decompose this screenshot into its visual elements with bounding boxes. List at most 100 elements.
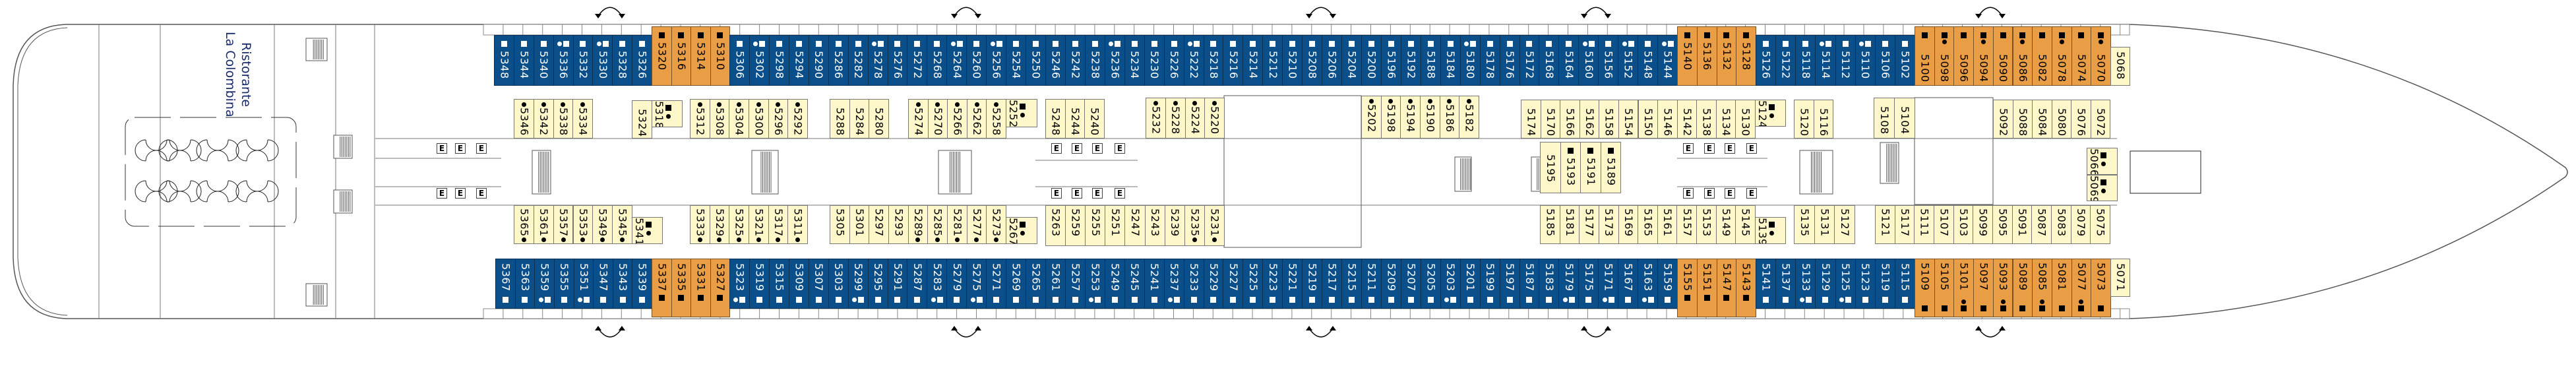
- cabin-5078[interactable]: 5078: [2051, 26, 2072, 86]
- cabin-5111[interactable]: 5111: [1914, 205, 1934, 244]
- cabin-5263[interactable]: 5263: [1045, 205, 1066, 246]
- cabin-5198[interactable]: 5198: [1380, 96, 1401, 139]
- cabin-5119[interactable]: 5119: [1874, 259, 1895, 309]
- cabin-5284[interactable]: 5284: [849, 99, 870, 139]
- cabin-5093[interactable]: 5093: [1992, 259, 2013, 317]
- cabin-5173[interactable]: 5173: [1598, 205, 1619, 244]
- cabin-5233[interactable]: 5233: [1183, 259, 1204, 309]
- cabin-5289[interactable]: 5289: [907, 205, 929, 244]
- cabin-5209[interactable]: 5209: [1380, 259, 1401, 309]
- cabin-5116[interactable]: 5116: [1813, 100, 1833, 139]
- cabin-5169[interactable]: 5169: [1618, 205, 1639, 244]
- cabin-5215[interactable]: 5215: [1341, 259, 1362, 309]
- cabin-5165[interactable]: 5165: [1638, 205, 1658, 244]
- cabin-5353[interactable]: 5353: [572, 205, 594, 244]
- cabin-5186[interactable]: 5186: [1439, 96, 1460, 139]
- cabin-5255[interactable]: 5255: [1085, 205, 1106, 246]
- cabin-5250[interactable]: 5250: [1026, 35, 1046, 86]
- cabin-5136[interactable]: 5136: [1696, 26, 1717, 86]
- cabin-5195[interactable]: 5195: [1540, 142, 1561, 193]
- cabin-5176[interactable]: 5176: [1499, 35, 1520, 86]
- cabin-5281[interactable]: 5281: [947, 205, 967, 244]
- cabin-5308[interactable]: 5308: [709, 99, 730, 139]
- cabin-5341[interactable]: 5341: [632, 217, 663, 244]
- cabin-5222[interactable]: 5222: [1183, 35, 1204, 86]
- cabin-5178[interactable]: 5178: [1479, 35, 1500, 86]
- cabin-5079[interactable]: 5079: [2070, 205, 2091, 244]
- cabin-5151[interactable]: 5151: [1696, 259, 1717, 317]
- cabin-5262[interactable]: 5262: [966, 99, 987, 139]
- cabin-5249[interactable]: 5249: [1104, 259, 1125, 309]
- cabin-5129[interactable]: 5129: [1815, 259, 1836, 309]
- cabin-5218[interactable]: 5218: [1203, 35, 1224, 86]
- cabin-5300[interactable]: 5300: [749, 99, 769, 139]
- cabin-5127[interactable]: 5127: [1834, 205, 1855, 244]
- cabin-5302[interactable]: 5302: [749, 35, 770, 86]
- cabin-5295[interactable]: 5295: [867, 259, 888, 309]
- cabin-5196[interactable]: 5196: [1380, 35, 1401, 86]
- cabin-5100[interactable]: 5100: [1915, 26, 1935, 86]
- cabin-5108[interactable]: 5108: [1874, 98, 1895, 139]
- cabin-5214[interactable]: 5214: [1242, 35, 1264, 86]
- cabin-5182[interactable]: 5182: [1459, 96, 1479, 139]
- cabin-5265[interactable]: 5265: [1026, 259, 1046, 309]
- cabin-5087[interactable]: 5087: [2031, 205, 2052, 244]
- cabin-5331[interactable]: 5331: [690, 259, 711, 317]
- cabin-5174[interactable]: 5174: [1521, 100, 1541, 139]
- cabin-5080[interactable]: 5080: [2051, 100, 2071, 139]
- cabin-5147[interactable]: 5147: [1716, 259, 1737, 317]
- cabin-5184[interactable]: 5184: [1440, 35, 1461, 86]
- cabin-5267[interactable]: 5267: [1006, 217, 1037, 244]
- cabin-5189[interactable]: 5189: [1600, 142, 1621, 193]
- cabin-5204[interactable]: 5204: [1341, 35, 1362, 86]
- cabin-5179[interactable]: 5179: [1558, 259, 1579, 309]
- cabin-5270[interactable]: 5270: [927, 99, 948, 139]
- cabin-5106[interactable]: 5106: [1874, 35, 1895, 86]
- cabin-5193[interactable]: 5193: [1560, 142, 1581, 193]
- cabin-5122[interactable]: 5122: [1775, 35, 1796, 86]
- cabin-5229[interactable]: 5229: [1203, 259, 1224, 309]
- cabin-5324[interactable]: 5324: [632, 100, 652, 139]
- cabin-5123[interactable]: 5123: [1855, 259, 1876, 309]
- cabin-5338[interactable]: 5338: [553, 99, 574, 139]
- cabin-5212[interactable]: 5212: [1262, 35, 1283, 86]
- cabin-5096[interactable]: 5096: [1953, 26, 1975, 86]
- cabin-5101[interactable]: 5101: [1953, 259, 1975, 317]
- cabin-5327[interactable]: 5327: [710, 259, 730, 317]
- cabin-5271[interactable]: 5271: [986, 259, 1007, 309]
- cabin-5221[interactable]: 5221: [1282, 259, 1303, 309]
- cabin-5167[interactable]: 5167: [1618, 259, 1639, 309]
- cabin-5340[interactable]: 5340: [533, 35, 554, 86]
- cabin-5170[interactable]: 5170: [1540, 100, 1561, 139]
- cabin-5351[interactable]: 5351: [573, 259, 594, 309]
- cabin-5219[interactable]: 5219: [1302, 259, 1323, 309]
- cabin-5280[interactable]: 5280: [869, 99, 889, 139]
- cabin-5296[interactable]: 5296: [768, 99, 789, 139]
- cabin-5335[interactable]: 5335: [671, 259, 691, 317]
- cabin-5069[interactable]: 5069: [2087, 175, 2118, 201]
- cabin-5275[interactable]: 5275: [966, 259, 987, 309]
- cabin-5230[interactable]: 5230: [1144, 35, 1165, 86]
- cabin-5208[interactable]: 5208: [1302, 35, 1323, 86]
- cabin-5216[interactable]: 5216: [1223, 35, 1244, 86]
- cabin-5357[interactable]: 5357: [553, 205, 574, 244]
- cabin-5269[interactable]: 5269: [1006, 259, 1027, 309]
- cabin-5224[interactable]: 5224: [1184, 98, 1206, 139]
- cabin-5325[interactable]: 5325: [729, 205, 749, 244]
- cabin-5231[interactable]: 5231: [1204, 205, 1225, 246]
- cabin-5246[interactable]: 5246: [1045, 35, 1066, 86]
- cabin-5191[interactable]: 5191: [1580, 142, 1601, 193]
- cabin-5236[interactable]: 5236: [1104, 35, 1125, 86]
- cabin-5141[interactable]: 5141: [1756, 259, 1777, 309]
- cabin-5349[interactable]: 5349: [592, 205, 613, 244]
- cabin-5185[interactable]: 5185: [1540, 205, 1560, 244]
- cabin-5132[interactable]: 5132: [1716, 26, 1737, 86]
- cabin-5164[interactable]: 5164: [1558, 35, 1579, 86]
- cabin-5105[interactable]: 5105: [1934, 259, 1955, 317]
- cabin-5202[interactable]: 5202: [1361, 96, 1382, 139]
- cabin-5301[interactable]: 5301: [849, 205, 870, 244]
- cabin-5109[interactable]: 5109: [1915, 259, 1935, 317]
- cabin-5084[interactable]: 5084: [2032, 100, 2052, 139]
- cabin-5264[interactable]: 5264: [946, 35, 967, 86]
- cabin-5251[interactable]: 5251: [1105, 205, 1126, 246]
